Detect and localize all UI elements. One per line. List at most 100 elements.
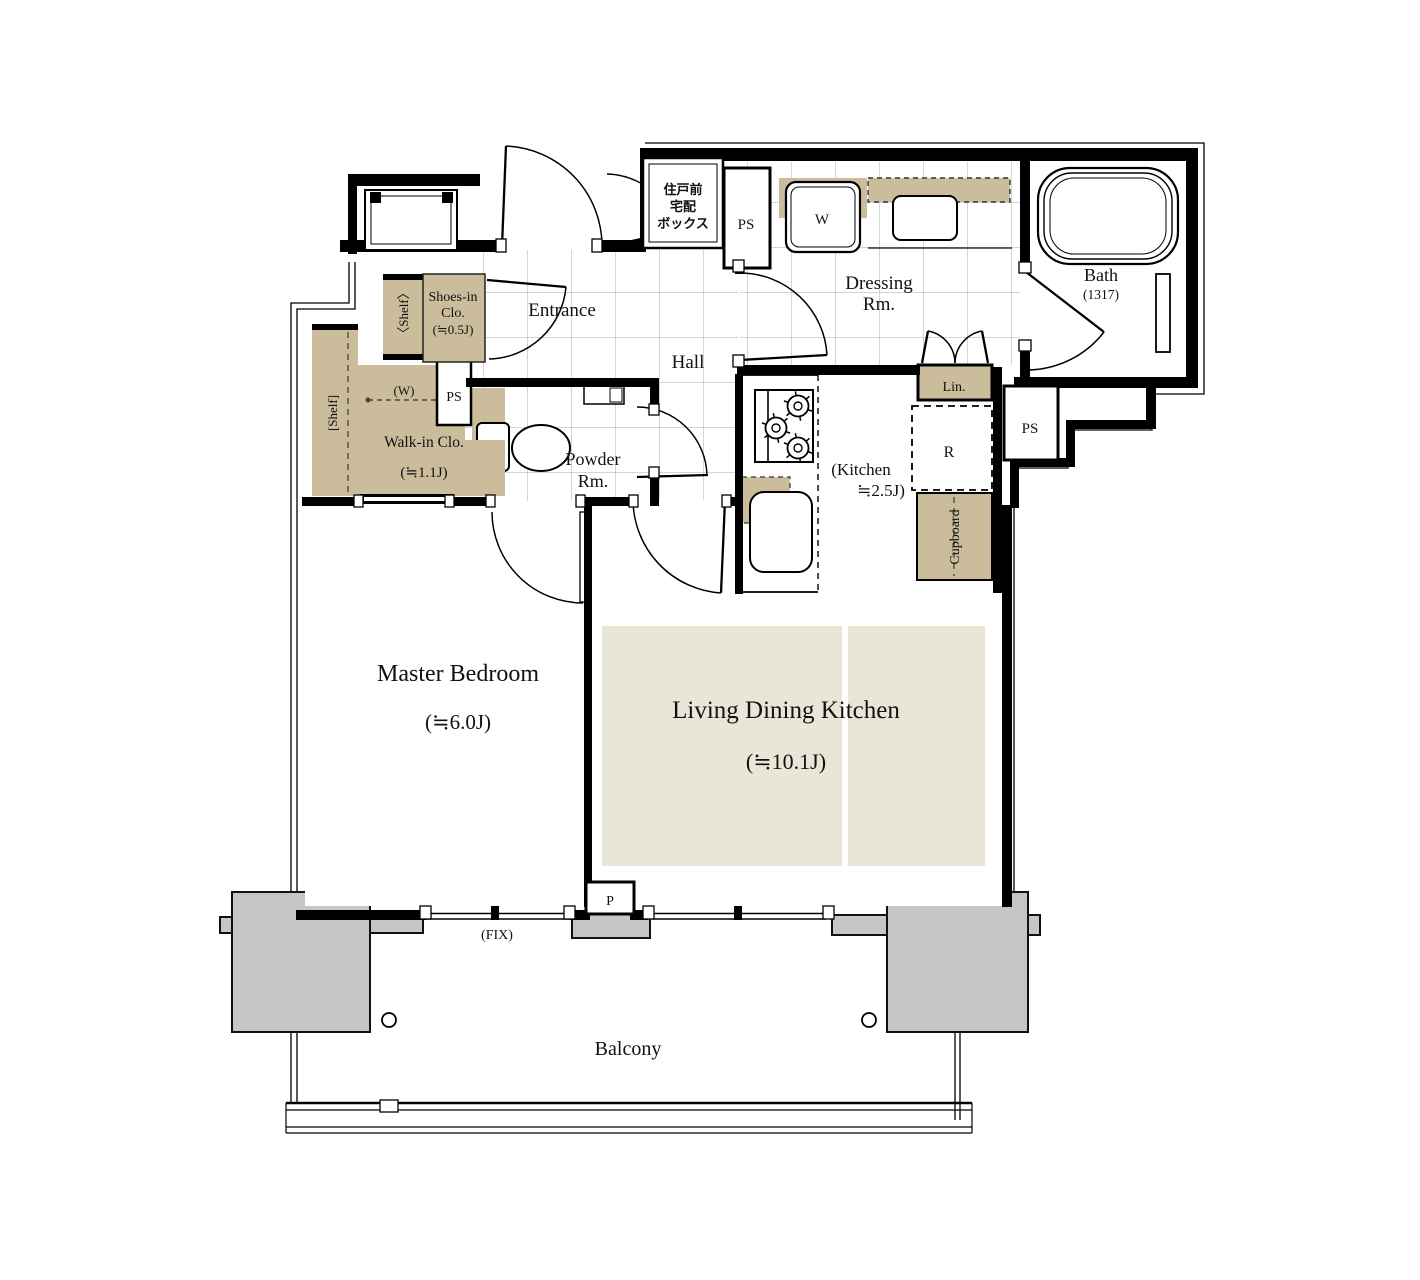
wall-bath-left-lower xyxy=(1020,348,1030,388)
label-shoes-3: (≒0.5J) xyxy=(433,322,474,337)
labels: Master Bedroom (≒6.0J) Living Dining Kit… xyxy=(325,182,1119,1060)
label-dressing-2: Rm. xyxy=(863,294,895,315)
bathtub-inner xyxy=(1043,172,1173,260)
ldk-door-leaf xyxy=(719,499,727,594)
label-washer: W xyxy=(815,212,830,228)
wall-bedroom-top xyxy=(452,497,492,506)
wall-bedroom-ldk xyxy=(584,506,592,907)
wall-step xyxy=(1010,458,1075,467)
drain-icon xyxy=(381,1012,397,1028)
label-powder-1: Powder xyxy=(566,449,621,469)
wall-step xyxy=(1010,458,1019,508)
powder-shelf xyxy=(583,385,625,405)
vanity-basin xyxy=(892,195,958,241)
walk-in-closet xyxy=(312,324,505,504)
pipe-shaft-top xyxy=(722,166,772,270)
exterior-right-steps xyxy=(645,142,1205,895)
wall-powder-right xyxy=(650,378,659,406)
kitchen-sink xyxy=(749,491,813,573)
rod-end xyxy=(365,397,371,403)
wall-bath-bottom xyxy=(1014,377,1198,388)
wic-shelf xyxy=(312,328,358,496)
rail-post xyxy=(379,1099,399,1113)
wall-kitchen-top xyxy=(737,365,920,375)
wall-window-left xyxy=(296,910,426,920)
jamb xyxy=(591,238,603,253)
wall-step xyxy=(1066,420,1156,429)
jamb xyxy=(485,494,496,508)
label-ps-right: PS xyxy=(1022,421,1039,437)
bath-counter xyxy=(1155,273,1171,353)
shoes-closet xyxy=(383,273,486,363)
exterior-left-line xyxy=(290,262,350,1103)
label-shelf-square: [Shelf] xyxy=(325,395,340,431)
entrance-door-leaf xyxy=(500,145,508,247)
shoes-box xyxy=(422,273,486,363)
label-washer-rod: (W) xyxy=(394,383,415,398)
jamb xyxy=(444,494,455,508)
label-delivery-1: 住戸前 xyxy=(663,182,702,198)
toilet-bowl xyxy=(511,424,571,472)
wic-shelf-cap xyxy=(312,324,358,330)
label-delivery-2: 宅配 xyxy=(670,199,696,215)
wall-bath-left-upper xyxy=(1020,160,1030,272)
bedroom-door-arc xyxy=(491,511,584,604)
bathtub xyxy=(1036,166,1180,266)
refrigerator-space xyxy=(911,405,993,491)
ldk-rug-left xyxy=(602,626,842,866)
column-arm xyxy=(831,914,890,936)
niche-bracket xyxy=(370,192,381,203)
wall-entrance-bottom-right xyxy=(594,240,646,252)
jamb xyxy=(732,259,745,273)
label-shelf-angle: 〈Shelf〉 xyxy=(396,286,411,339)
dressing-fixtures xyxy=(779,177,1012,402)
label-balcony: Balcony xyxy=(595,1038,662,1060)
jamb xyxy=(628,494,639,508)
jamb xyxy=(495,238,507,253)
label-delivery-3: ボックス xyxy=(657,216,709,232)
label-pipe: P xyxy=(606,894,614,909)
label-shoes-2: Clo. xyxy=(441,306,465,321)
wall-bath-right xyxy=(1186,148,1198,388)
window-jamb xyxy=(563,905,576,920)
label-wic-size: (≒1.1J) xyxy=(400,465,447,481)
wall-powder-right xyxy=(650,476,659,506)
kitchen-fixtures xyxy=(738,374,993,593)
jamb xyxy=(732,354,745,368)
bathtub-inner2 xyxy=(1049,177,1167,255)
wall-bedroom-top xyxy=(583,497,635,506)
delivery-box xyxy=(641,156,725,250)
wic-threshold-inner xyxy=(364,497,450,501)
wall-step xyxy=(1146,388,1156,428)
shoes-shelf-cap xyxy=(383,354,423,360)
label-hall: Hall xyxy=(672,352,705,373)
jamb xyxy=(353,494,364,508)
bedroom-floor xyxy=(305,505,585,906)
bath-door-arc xyxy=(1025,331,1105,371)
pipe-shaft-right xyxy=(1002,384,1060,462)
niche-bracket xyxy=(442,192,453,203)
label-linen: Lin. xyxy=(943,380,966,395)
jamb xyxy=(1018,339,1032,352)
label-ps-wic: PS xyxy=(446,390,462,405)
exterior-outline xyxy=(290,142,1205,1103)
wall-kitchen-left xyxy=(735,374,743,594)
jamb xyxy=(575,494,586,508)
entrance-door-arc xyxy=(505,145,603,247)
powder-shelf-detail xyxy=(609,387,623,403)
ldk-door-arc xyxy=(632,499,722,594)
pipe-box xyxy=(584,880,636,916)
ldk-rug-right xyxy=(848,626,985,866)
meter-niche-inner xyxy=(370,195,452,245)
wall-bedroom-top xyxy=(302,497,362,506)
label-ps-top: PS xyxy=(738,217,755,233)
linen-cabinet xyxy=(916,363,994,402)
wall-porch-top xyxy=(348,174,480,186)
door-jambs xyxy=(353,238,1032,508)
dressing-door-arc xyxy=(739,272,828,356)
label-powder-2: Rm. xyxy=(578,471,609,491)
column-arm xyxy=(1027,914,1041,936)
label-ldk-size: (≒10.1J) xyxy=(746,749,826,774)
